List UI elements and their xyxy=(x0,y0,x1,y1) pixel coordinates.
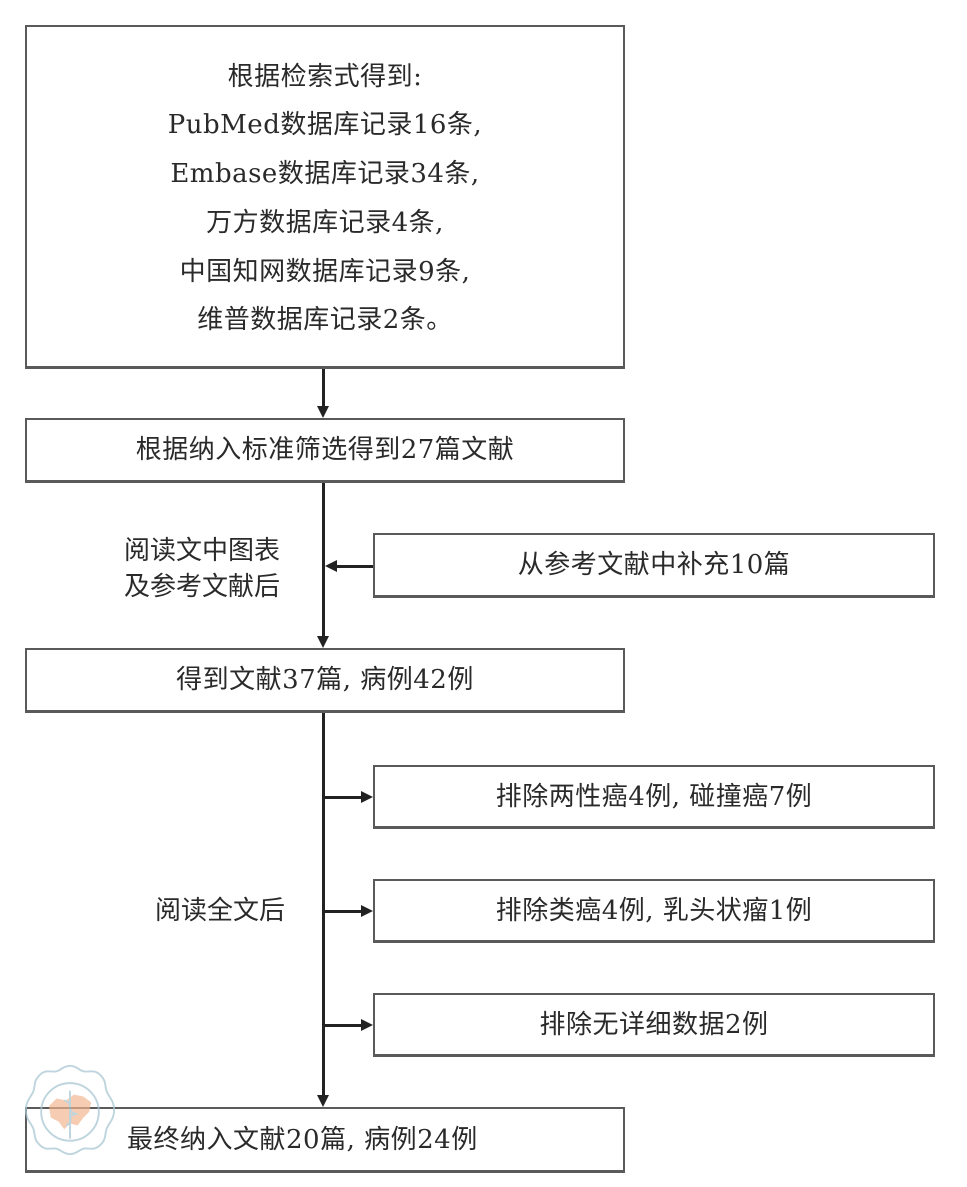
obtained-box: 得到文献37篇, 病例42例 xyxy=(25,648,625,713)
arrow-down-icon xyxy=(317,1095,329,1107)
supplement-text: 从参考文献中补充10篇 xyxy=(517,550,791,580)
vip-count: 维普数据库记录2条。 xyxy=(197,305,453,336)
connector-line xyxy=(324,1024,362,1027)
exclusion-box: 排除两性癌4例, 碰撞癌7例 xyxy=(373,765,935,829)
connector-line xyxy=(324,796,362,799)
final-box: 最终纳入文献20篇, 病例24例 xyxy=(25,1107,625,1173)
screening-box: 根据纳入标准筛选得到27篇文献 xyxy=(25,418,625,483)
obtained-text: 得到文献37篇, 病例42例 xyxy=(176,665,474,695)
supplement-label: 阅读文中图表 及参考文献后 xyxy=(124,533,280,606)
connector-line xyxy=(322,369,325,409)
screening-text: 根据纳入标准筛选得到27篇文献 xyxy=(135,435,515,465)
arrow-down-icon xyxy=(317,406,329,418)
fulltext-label: 阅读全文后 xyxy=(155,896,286,926)
supplement-box: 从参考文献中补充10篇 xyxy=(373,533,935,598)
connector-line xyxy=(322,483,325,639)
exclusion-text: 排除两性癌4例, 碰撞癌7例 xyxy=(495,781,813,812)
connector-line xyxy=(324,910,362,913)
supplement-label-line: 及参考文献后 xyxy=(124,572,281,603)
arrow-right-icon xyxy=(361,791,373,803)
wanfang-count: 万方数据库记录4条, xyxy=(206,207,444,238)
arrow-left-icon xyxy=(325,560,337,572)
supplement-label-line: 阅读文中图表 xyxy=(124,536,281,566)
search-results-box: 根据检索式得到: PubMed数据库记录16条, Embase数据库记录34条,… xyxy=(25,25,625,369)
exclusion-text: 排除类癌4例, 乳头状瘤1例 xyxy=(495,895,813,926)
pubmed-count: PubMed数据库记录16条, xyxy=(167,110,483,141)
caduceus-icon xyxy=(63,1090,79,1139)
embase-count: Embase数据库记录34条, xyxy=(170,159,480,190)
arrow-down-icon xyxy=(317,636,329,648)
watermark-logo xyxy=(24,1064,116,1156)
search-heading: 根据检索式得到: xyxy=(227,61,423,92)
arrow-right-icon xyxy=(361,905,373,917)
exclusion-box: 排除类癌4例, 乳头状瘤1例 xyxy=(373,879,935,943)
connector-line xyxy=(322,713,325,1098)
connector-line xyxy=(336,565,373,568)
seal-ring-icon xyxy=(24,1064,116,1156)
exclusion-box: 排除无详细数据2例 xyxy=(373,993,935,1057)
cnki-count: 中国知网数据库记录9条, xyxy=(179,256,471,287)
final-text: 最终纳入文献20篇, 病例24例 xyxy=(127,1124,478,1155)
arrow-right-icon xyxy=(361,1019,373,1031)
exclusion-text: 排除无详细数据2例 xyxy=(539,1009,769,1040)
